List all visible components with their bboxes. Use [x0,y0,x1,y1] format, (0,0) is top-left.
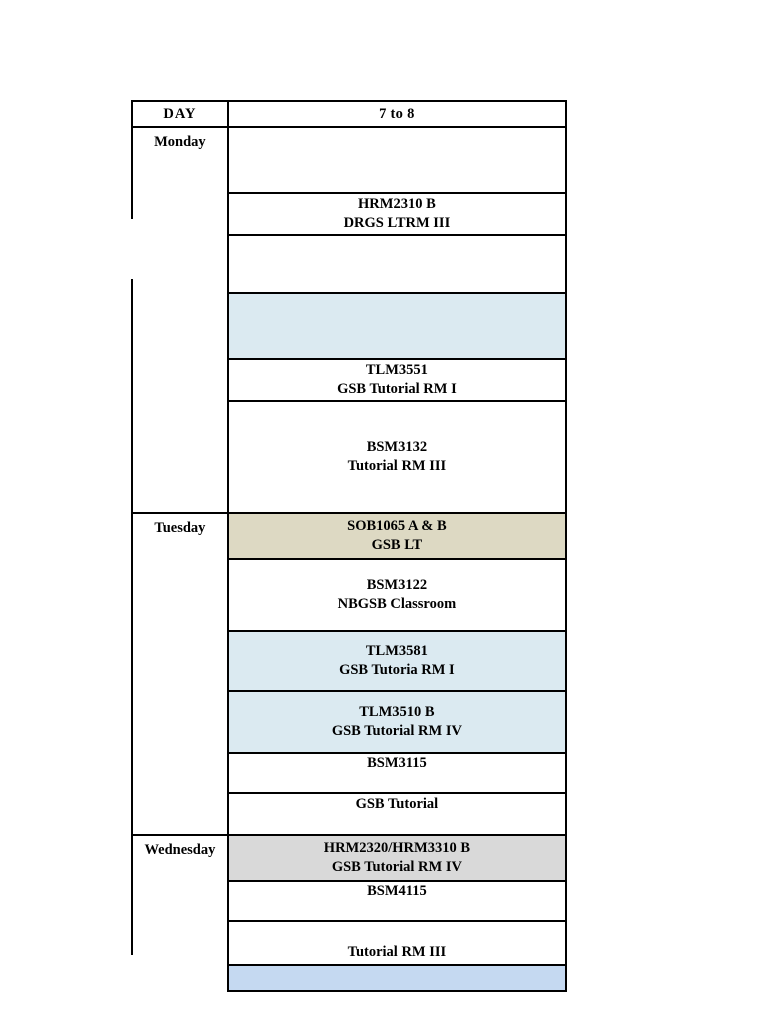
cell-course-code: BSM3115 [367,755,427,771]
timetable-cell: HRM2320/HRM3310 B GSB Tutorial RM IV [226,834,568,882]
timetable-row: Tutorial RM III [132,920,568,966]
timetable-row: Tuesday SOB1065 A & B GSB LT [131,512,568,835]
border-gap-1 [129,955,134,1025]
cell-course-code: BSM4115 [367,883,427,899]
cell-venue [229,773,565,792]
cell-venue: NBGSB Classroom [337,596,457,612]
cell-venue [229,814,565,833]
cell-venue: GSB Tutorial RM I [337,381,457,397]
cell-course-code: BSM3122 [366,577,428,593]
border-gap-0 [129,219,134,279]
timetable-cell: BSM3115 [226,752,568,794]
timetable-cell-empty [226,964,568,992]
column-header-time-slot: 7 to 8 [226,100,568,128]
timetable-header-row: DAY 7 to 8 [131,100,568,128]
cell-course-code: TLM3551 [365,362,428,378]
timetable-cell: Tutorial RM III [226,920,568,966]
timetable-row: TLM3510 B GSB Tutorial RM IV [132,690,568,754]
timetable: DAY 7 to 8 Monday HRM2310 B DRGS LTRM III… [131,100,568,992]
day-label-text: Monday [154,134,206,150]
timetable-row: BSM3115 [132,752,568,794]
cell-venue: DRGS LTRM III [343,215,451,231]
timetable-row [132,964,568,992]
day-label-monday: Monday [131,126,229,513]
timetable-cell: BSM4115 [226,880,568,922]
timetable-cell: TLM3510 B GSB Tutorial RM IV [226,690,568,754]
cell-course-code: HRM2320/HRM3310 B [323,840,470,856]
day-label-wednesday: Wednesday [131,834,229,991]
cell-course-code: TLM3581 [365,643,428,659]
timetable-row: Wednesday HRM2320/HRM3310 B GSB Tutorial R… [131,834,568,991]
cell-venue: GSB Tutorial RM IV [331,859,462,875]
timetable-cell: SOB1065 A & B GSB LT [226,512,568,560]
timetable-row [132,234,568,294]
cell-course-code [229,924,565,943]
cell-venue: GSB Tutoria RM I [339,662,455,678]
cell-course-code: GSB Tutorial [355,796,439,812]
column-header-day: DAY [131,100,229,128]
cell-venue: GSB LT [371,537,423,553]
day-label-text: Tuesday [154,520,206,536]
timetable-row: BSM4115 [132,880,568,922]
timetable-body: DAY 7 to 8 Monday HRM2310 B DRGS LTRM III… [131,100,568,992]
timetable-cell: HRM2310 B DRGS LTRM III [226,192,568,236]
timetable-cell-empty [226,234,568,294]
cell-course-code: HRM2310 B [358,196,436,212]
cell-venue: Tutorial RM III [347,944,447,960]
day-label-text: Wednesday [144,842,216,858]
timetable-row: HRM2310 B DRGS LTRM III [132,192,568,236]
cell-venue: GSB Tutorial RM IV [331,723,462,739]
timetable-cell-empty [226,126,568,194]
cell-course-code: SOB1065 A & B [347,518,447,534]
day-label-tuesday: Tuesday [131,512,229,835]
timetable-row: GSB Tutorial [132,792,568,836]
timetable-row [132,292,568,360]
timetable-cell-empty [226,292,568,360]
timetable-cell: GSB Tutorial [226,792,568,836]
cell-course-code: TLM3510 B [359,704,435,720]
timetable-row: Monday [131,126,568,513]
cell-venue [229,901,565,920]
cell-venue: Tutorial RM III [347,458,447,474]
cell-course-code: BSM3132 [366,439,428,455]
